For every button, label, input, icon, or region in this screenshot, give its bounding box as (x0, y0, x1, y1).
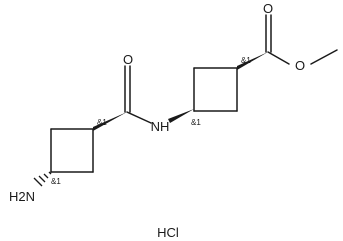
bond (267, 51, 290, 65)
hash-stroke (48, 171, 52, 175)
bond-lines (50, 14, 338, 173)
wedge-bond (93, 112, 127, 131)
stereo-label: &1 (191, 118, 201, 127)
stereo-label: &1 (241, 56, 251, 65)
hash-stroke (38, 175, 46, 183)
stereo-label: &1 (51, 177, 61, 186)
bond (310, 49, 338, 65)
ester-carbonyl-oxygen-label: O (263, 1, 273, 16)
wedge-bond (237, 52, 268, 70)
amine-label: H2N (9, 189, 35, 204)
hash-bond (33, 171, 52, 187)
hash-stroke (33, 177, 43, 187)
wedge-bonds (93, 52, 268, 131)
wedge-bond (168, 109, 194, 123)
hash-stroke (43, 173, 49, 179)
amide-nh-label: NH (151, 119, 170, 134)
carbonyl-oxygen-label: O (123, 52, 133, 67)
ester-oxygen-label: O (295, 58, 305, 73)
stereo-label: &1 (97, 118, 107, 127)
salt-label: HCl (157, 225, 179, 240)
bond (126, 111, 152, 124)
